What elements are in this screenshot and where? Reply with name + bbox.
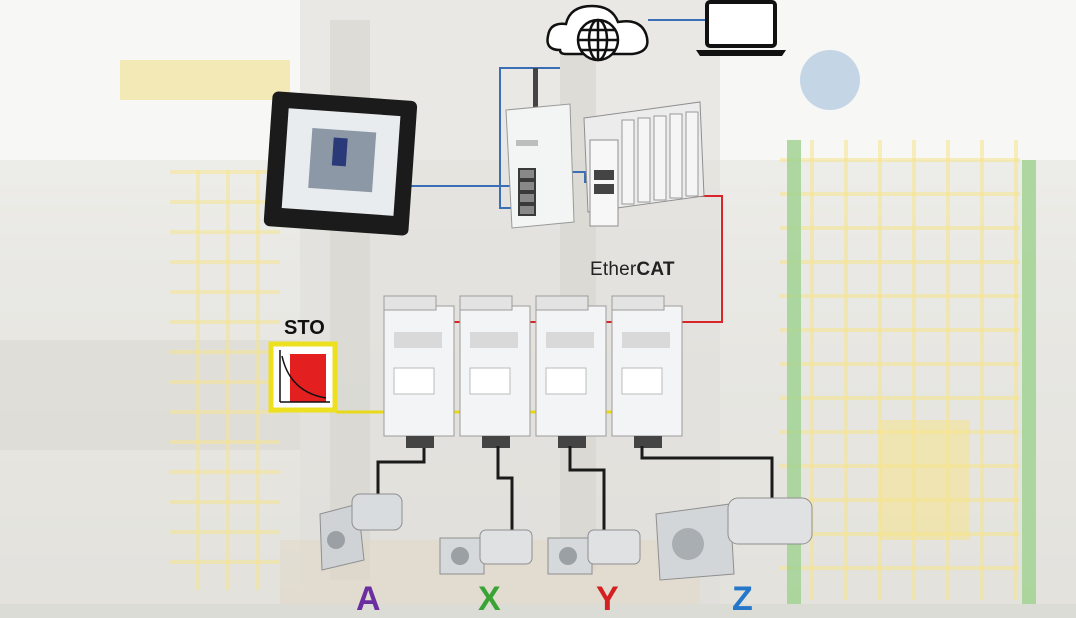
motor-cables [376, 446, 774, 536]
sto-label: STO [284, 317, 325, 339]
servo-drive-icon [383, 295, 683, 448]
controller-icon [583, 101, 705, 227]
axis-label-z: Z [732, 580, 753, 618]
axis-label-a: A [356, 580, 381, 618]
cloud-globe-icon [546, 4, 649, 62]
axis-label-x: X [478, 580, 501, 618]
ethercat-prefix: Ether [590, 259, 637, 280]
hmi-panel-icon [263, 91, 418, 236]
axis-label-y: Y [596, 580, 619, 618]
gear-motor-icon [319, 493, 813, 581]
gateway-router-icon [505, 68, 575, 229]
laptop-icon [696, 0, 786, 56]
ethercat-suffix: CAT [636, 259, 675, 280]
sto-icon [268, 341, 338, 413]
ethercat-label: EtherCAT [590, 259, 675, 281]
automation-diagram [263, 0, 813, 581]
